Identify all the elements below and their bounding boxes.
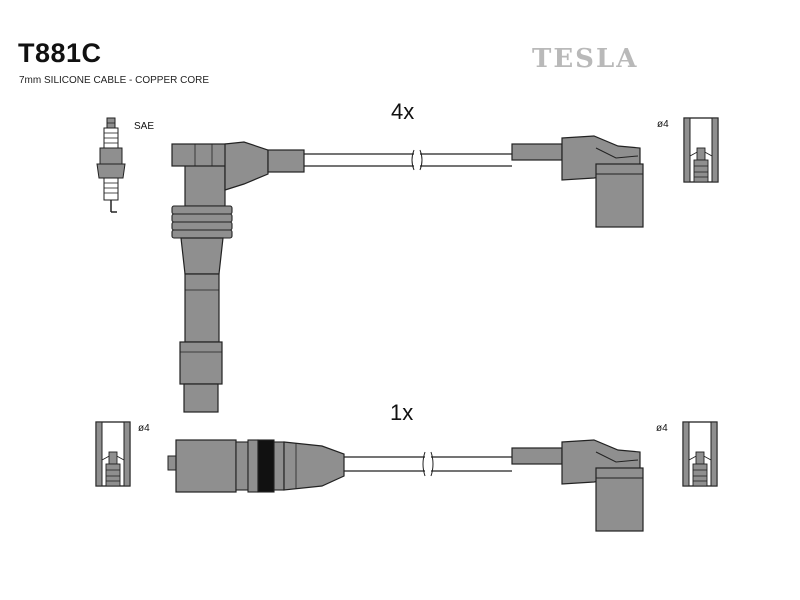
- diameter-label-bottom-left: ø4: [138, 423, 150, 434]
- diameter-label-bottom-right: ø4: [656, 423, 668, 434]
- brand-logo: TESLA: [532, 44, 639, 74]
- coil-connector: [167, 439, 345, 493]
- angled-boot-top-right: [511, 135, 644, 228]
- angled-boot-bottom-right: [511, 439, 644, 532]
- terminal-detail-icon: [682, 421, 718, 487]
- plug-boot-connector: [171, 141, 305, 413]
- part-code: T881C: [18, 38, 102, 68]
- lead-quantity-top: 4x: [391, 99, 415, 124]
- terminal-detail-icon: [95, 421, 131, 487]
- cable-top: [304, 149, 512, 171]
- lead-quantity-bottom: 1x: [390, 400, 414, 425]
- sae-label: SAE: [134, 121, 155, 132]
- cable-spec: 7mm SILICONE CABLE - COPPER CORE: [19, 75, 210, 86]
- terminal-detail-icon: [683, 117, 719, 183]
- cable-bottom: [344, 451, 512, 477]
- spark-plug-icon: [96, 117, 126, 213]
- diameter-label-top-right: ø4: [657, 119, 669, 130]
